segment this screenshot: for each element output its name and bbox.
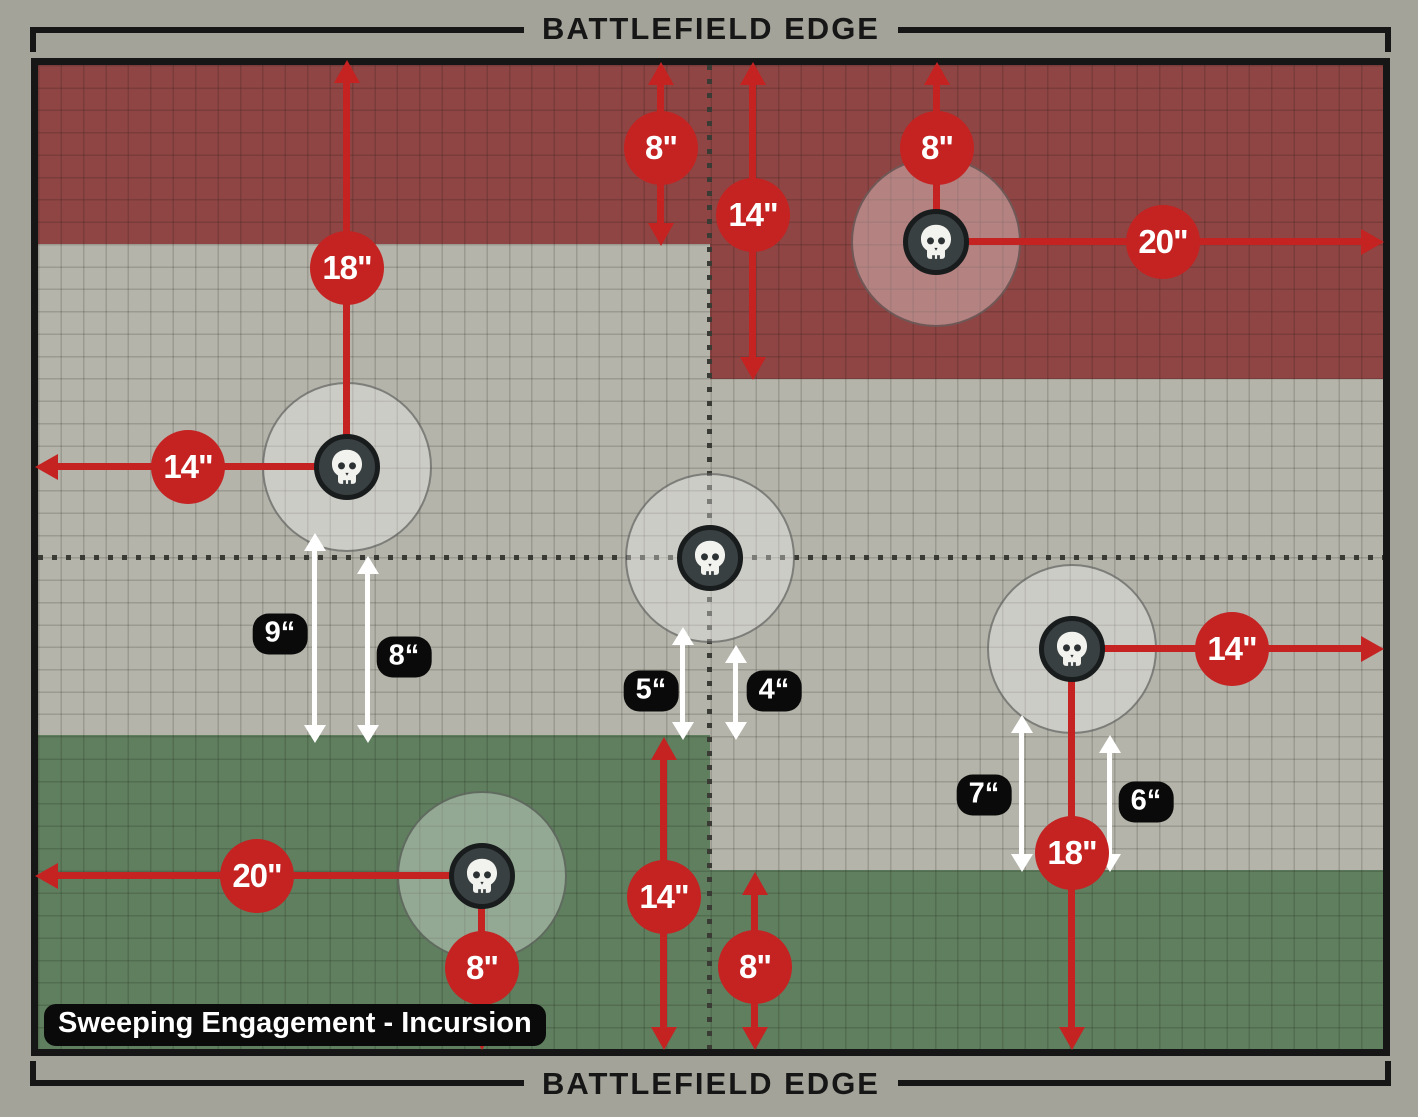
badge-14in-right-obj-right: 14" [1195, 612, 1269, 686]
badge-14in-left-obj-left: 14" [151, 430, 225, 504]
top-edge-label: BATTLEFIELD EDGE [524, 11, 898, 47]
arrowhead [648, 62, 674, 85]
defender-zone-right [710, 870, 1383, 1049]
skull-icon [920, 224, 952, 260]
arrowhead [35, 454, 58, 480]
objective-marker-right [1039, 616, 1105, 682]
badge-20in-topright-obj-right: 20" [1126, 205, 1200, 279]
map-title: Sweeping Engagement - Incursion [44, 1004, 546, 1046]
white-label-8in: 8“ [376, 636, 432, 678]
skull-icon [331, 449, 363, 485]
badge-label: 18" [1047, 834, 1097, 871]
arrowhead [740, 357, 766, 380]
white-measure-line [733, 659, 738, 727]
white-measure-line [1107, 749, 1112, 859]
white-arrowhead [1011, 715, 1033, 733]
arrowhead [651, 1027, 677, 1050]
badge-18in-right-obj-bottom: 18" [1035, 816, 1109, 890]
badge-label: 20" [232, 857, 282, 894]
arrowhead [1361, 636, 1384, 662]
badge-8in-red-left-depth: 8" [624, 111, 698, 185]
defender-zone-left [38, 735, 710, 1049]
top-edge-tick-right [1385, 27, 1391, 52]
badge-8in-topright-obj-top: 8" [900, 111, 974, 185]
white-arrowhead [672, 722, 694, 740]
badge-label: 14" [163, 448, 213, 485]
badge-label: 14" [1207, 630, 1257, 667]
white-measure-line [680, 641, 685, 727]
badge-18in-left-obj-top: 18" [310, 231, 384, 305]
white-arrowhead [357, 725, 379, 743]
white-measure-line [312, 547, 317, 729]
arrowhead [651, 737, 677, 760]
arrowhead [742, 1027, 768, 1050]
white-arrowhead [304, 533, 326, 551]
objective-marker-topright [903, 209, 969, 275]
skull-icon [466, 858, 498, 894]
white-label-7in: 7“ [956, 774, 1012, 816]
white-arrowhead [725, 645, 747, 663]
arrowhead [35, 863, 58, 889]
objective-marker-bottomleft [449, 843, 515, 909]
attacker-zone-right [710, 65, 1383, 379]
badge-label: 8" [466, 949, 499, 986]
arrowhead [648, 223, 674, 246]
arrowhead [742, 872, 768, 895]
attacker-zone-left [38, 65, 710, 244]
badge-label: 14" [639, 878, 689, 915]
badge-8in-bottomleft-obj-bottom: 8" [445, 931, 519, 1005]
white-arrowhead [1099, 735, 1121, 753]
arrowhead [924, 62, 950, 85]
badge-label: 18" [322, 249, 372, 286]
white-label-6in: 6“ [1118, 781, 1174, 823]
white-arrowhead [725, 722, 747, 740]
badge-label: 8" [739, 948, 772, 985]
skull-icon [1056, 631, 1088, 667]
badge-14in-red-right-depth: 14" [716, 178, 790, 252]
arrowhead [1361, 229, 1384, 255]
white-arrowhead [304, 725, 326, 743]
white-measure-line [1019, 729, 1024, 859]
white-measure-line [365, 570, 370, 729]
skull-icon [694, 540, 726, 576]
white-label-9in: 9“ [252, 613, 308, 655]
objective-marker-left [314, 434, 380, 500]
top-edge-tick-left [30, 27, 36, 52]
badge-20in-bottomleft-obj-left: 20" [220, 839, 294, 913]
white-arrowhead [1011, 854, 1033, 872]
bottom-edge-tick-left [30, 1061, 36, 1086]
badge-label: 8" [921, 129, 954, 166]
badge-8in-green-right-depth: 8" [718, 930, 792, 1004]
objective-marker-center [677, 525, 743, 591]
badge-label: 20" [1138, 223, 1188, 260]
arrowhead [740, 62, 766, 85]
arrowhead [334, 60, 360, 83]
bottom-edge-label: BATTLEFIELD EDGE [524, 1066, 898, 1102]
white-arrowhead [672, 627, 694, 645]
badge-label: 8" [645, 129, 678, 166]
arrowhead [1059, 1027, 1085, 1050]
white-label-5in: 5“ [623, 670, 679, 712]
white-label-4in: 4“ [746, 670, 802, 712]
badge-14in-green-left-depth: 14" [627, 860, 701, 934]
badge-label: 14" [728, 196, 778, 233]
bottom-edge-tick-right [1385, 1061, 1391, 1086]
white-arrowhead [357, 556, 379, 574]
